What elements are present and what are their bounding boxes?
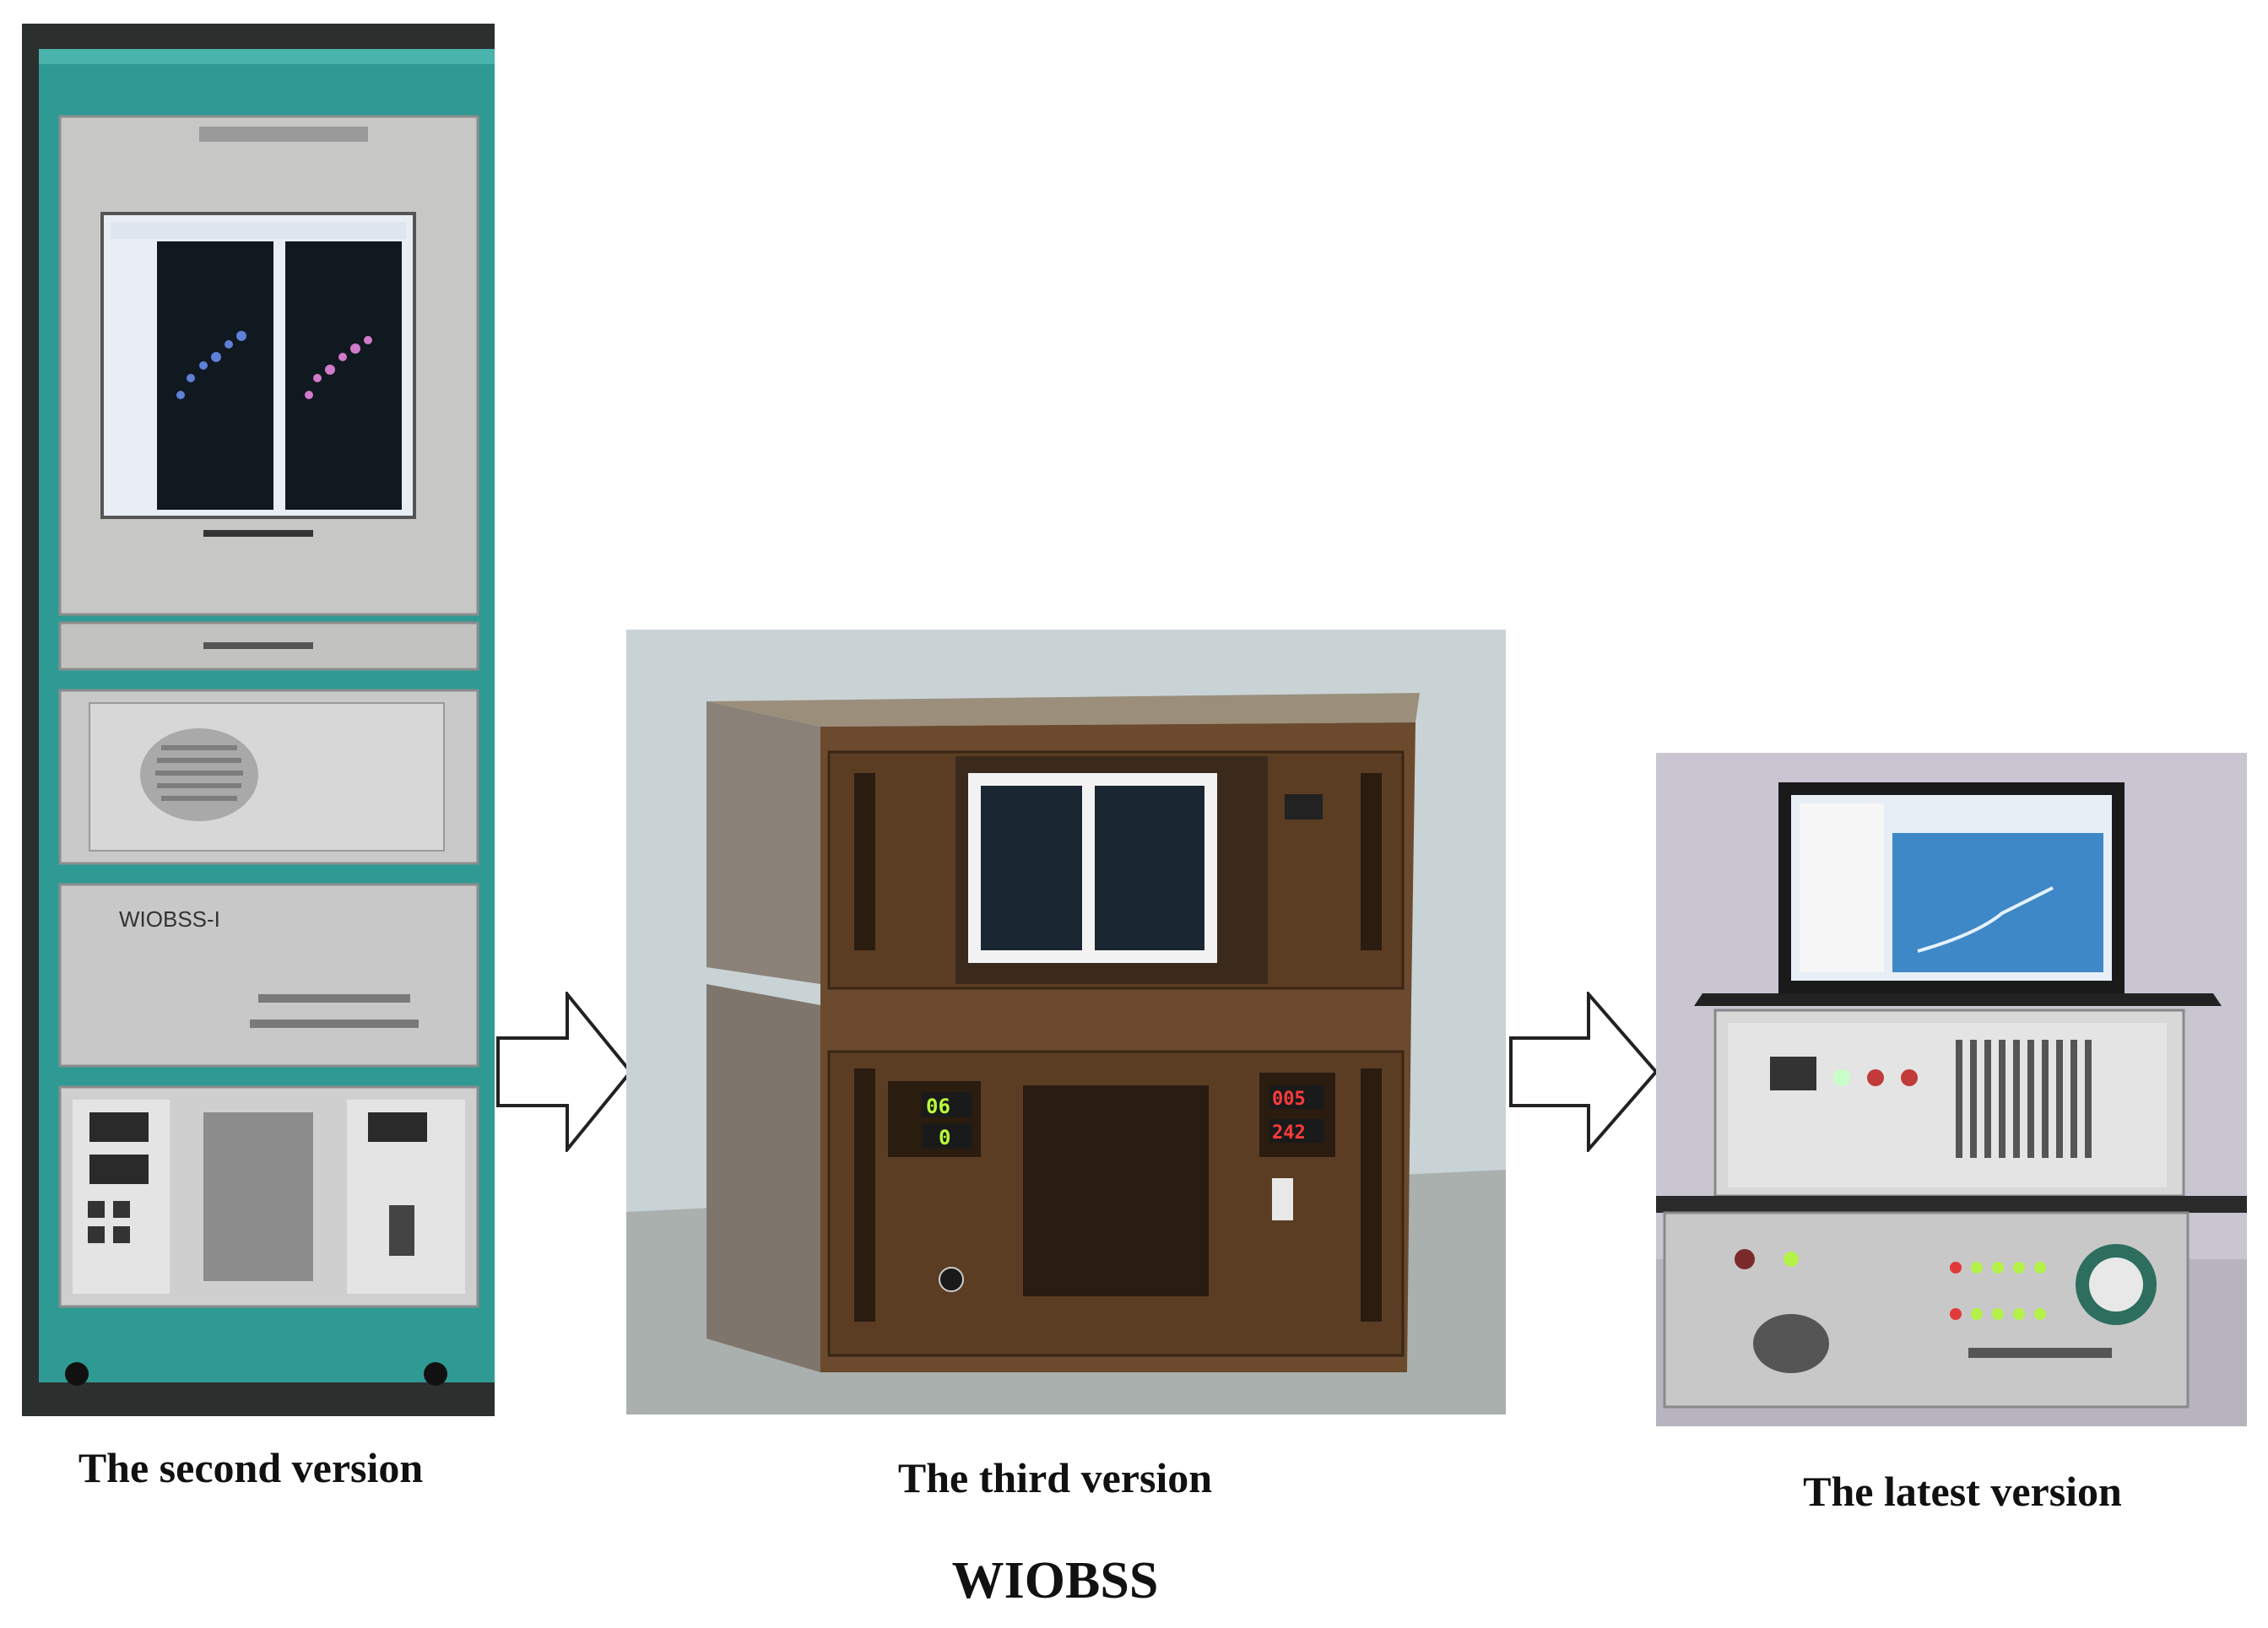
seven-seg-right-bottom: 242 [1272, 1122, 1306, 1144]
caption-latest-version: The latest version [1803, 1468, 2122, 1515]
system-name: WIOBSS [951, 1552, 1159, 1609]
photo-third-version: 06 0 005 242 [626, 630, 1506, 1414]
photo-latest-version [1656, 753, 2247, 1426]
caption-third-version: The third version [897, 1454, 1213, 1501]
device-label: WIOBSS-I [119, 906, 220, 932]
photo-second-version: WIOBSS-I [22, 24, 495, 1416]
seven-seg-left-top: 06 [926, 1095, 950, 1118]
chassis-illustration: 06 0 005 242 [626, 630, 1506, 1414]
arrow-right-icon [1508, 992, 1660, 1152]
seven-seg-right-top: 005 [1272, 1089, 1306, 1110]
seven-seg-left-bottom: 0 [939, 1126, 950, 1149]
arrow-right-icon [495, 992, 635, 1152]
cabinet-illustration: WIOBSS-I [22, 24, 495, 1416]
caption-second-version: The second version [78, 1444, 424, 1491]
latest-setup-illustration [1656, 753, 2247, 1426]
